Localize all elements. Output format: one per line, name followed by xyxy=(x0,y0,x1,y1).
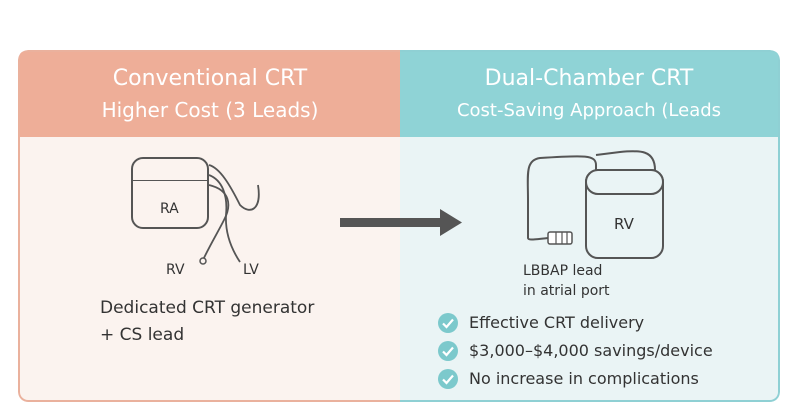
benefit-item: No increase in complications xyxy=(469,369,699,388)
conventional-header: Conventional CRT Higher Cost (3 Leads) xyxy=(20,52,400,137)
comparison-frame: Conventional CRT Higher Cost (3 Leads) D… xyxy=(18,50,780,402)
arrow-right-icon xyxy=(340,209,462,236)
check-icon xyxy=(438,313,458,333)
rv-lead-label: RV xyxy=(166,262,185,278)
rv-device-label: RV xyxy=(614,215,634,233)
ra-label: RA xyxy=(160,201,179,217)
conventional-desc-line2: + CS lead xyxy=(100,325,185,345)
conventional-crt-panel: Conventional CRT Higher Cost (3 Leads) xyxy=(18,50,400,402)
lv-lead-label: LV xyxy=(243,262,259,278)
benefit-item: $3,000–$4,000 savings/device xyxy=(469,341,713,360)
lbbap-lead-label-line1: LBBAP lead xyxy=(523,263,603,279)
dual-chamber-subtitle: Cost-Saving Approach (Leads xyxy=(456,100,722,121)
conventional-subtitle: Higher Cost (3 Leads) xyxy=(101,98,319,122)
crt-generator-icon xyxy=(131,157,209,229)
check-icon xyxy=(438,369,458,389)
lbbap-lead-label-line2: in atrial port xyxy=(523,283,610,299)
dual-chamber-header: Dual-Chamber CRT Cost-Saving Approach (L… xyxy=(400,52,778,137)
dual-chamber-title: Dual-Chamber CRT xyxy=(484,66,694,91)
dual-chamber-crt-panel: Dual-Chamber CRT Cost-Saving Approach (L… xyxy=(400,50,780,402)
check-icon xyxy=(438,341,458,361)
conventional-title: Conventional CRT xyxy=(112,66,308,91)
benefit-item: Effective CRT delivery xyxy=(469,313,645,332)
conventional-desc-line1: Dedicated CRT generator xyxy=(100,298,315,318)
